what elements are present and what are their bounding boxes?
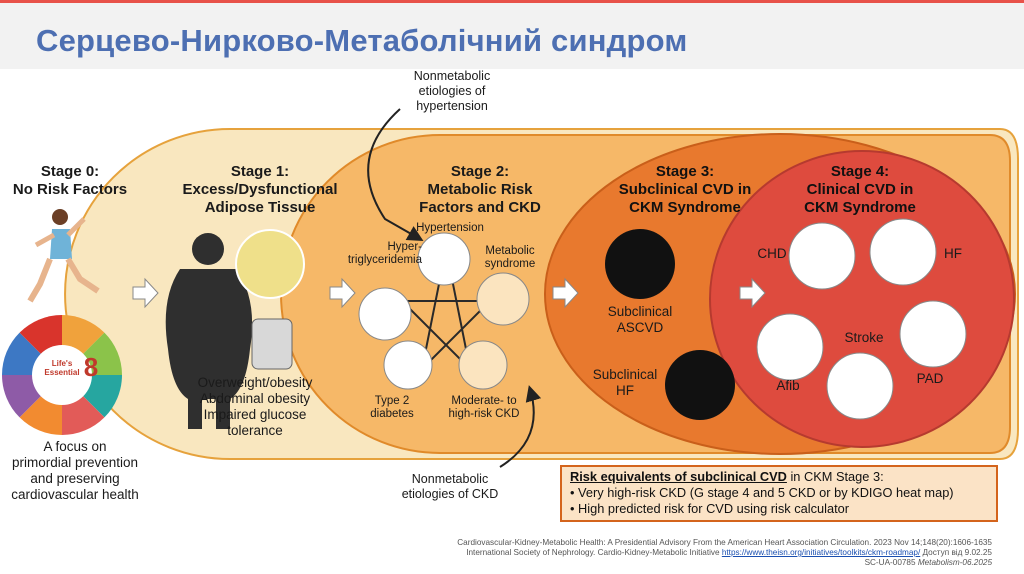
note-nonmetabolic-ckd: Nonmetabolic etiologies of CKD	[401, 472, 499, 501]
label-afib: Afib	[776, 378, 800, 393]
glucose-meter-icon	[383, 340, 433, 390]
logo-text: Life's Essential	[44, 359, 80, 377]
stage1-title: Stage 1: Excess/Dysfunctional Adipose Ti…	[182, 163, 338, 216]
label-hypertriglyceridemia: Hyper- triglyceridemia	[347, 241, 422, 266]
stage4-title: Stage 4: Clinical CVD in CKM Syndrome	[804, 163, 916, 216]
top-accent-bar	[0, 0, 1024, 3]
label-stroke: Stroke	[844, 330, 884, 345]
stage0-title: Stage 0: No Risk Factors	[12, 163, 128, 198]
footer-citation: Cardiovascular-Kidney-Metabolic Health: …	[457, 538, 992, 567]
metabolic-syndrome-icon	[476, 272, 530, 326]
ckm-stages-diagram: Stage 0: No Risk Factors Life's Essentia…	[0, 69, 1024, 534]
label-subclinical-hf: Subclinical HF	[592, 367, 658, 398]
kidney-icon	[458, 340, 508, 390]
echo-scan-icon	[665, 350, 735, 420]
chevron-2-3	[552, 277, 579, 309]
bp-monitor-icon	[417, 232, 471, 286]
risk-item: • Very high-risk CKD (G stage 4 and 5 CK…	[570, 485, 954, 500]
stage0-desc: A focus on primordial prevention and pre…	[11, 439, 139, 502]
arrow-nonmeta-htn	[367, 108, 424, 241]
ct-scan-icon	[605, 229, 675, 299]
slide-header: Серцево-Нирково-Метаболічний синдром	[0, 3, 1024, 69]
logo-number: 8	[83, 352, 99, 382]
risk-item: • High predicted risk for CVD using risk…	[570, 501, 850, 516]
arrow-nonmeta-ckd	[499, 385, 542, 468]
diagram-graphics	[2, 108, 1019, 468]
ecg-afib-icon	[756, 313, 824, 381]
obese-silhouette-icon	[165, 233, 253, 429]
adipose-cells-icon	[235, 229, 305, 299]
label-hf: HF	[944, 246, 962, 261]
chevron-0-1	[132, 277, 159, 309]
triglyceride-icon	[358, 287, 412, 341]
chevron-3-4	[739, 277, 766, 309]
runner-icon	[27, 209, 100, 303]
label-ckd: Moderate- to high-risk CKD	[448, 395, 520, 420]
lifes-essential-8-logo	[2, 315, 122, 435]
label-hypertension: Hypertension	[416, 222, 484, 234]
heart-chd-icon	[788, 222, 856, 290]
chevron-1-2	[329, 277, 356, 309]
stage2-title: Stage 2: Metabolic Risk Factors and CKD	[419, 163, 541, 216]
risk-equivalents-box: Risk equivalents of subclinical CVD in C…	[560, 465, 998, 522]
label-pad: PAD	[916, 371, 944, 386]
ckm-roadmap-link[interactable]: https://www.theisn.org/initiatives/toolk…	[721, 548, 921, 557]
label-chd: CHD	[757, 246, 787, 261]
stage3-title: Stage 3: Subclinical CVD in CKM Syndrome	[618, 163, 752, 216]
stage1-desc: Overweight/obesity Abdominal obesity Imp…	[197, 375, 313, 438]
brain-stroke-icon	[826, 352, 894, 420]
heart-hf-icon	[869, 218, 937, 286]
label-metabolic-syndrome: Metabolic syndrome	[484, 245, 536, 270]
artery-pad-icon	[899, 300, 967, 368]
label-subclinical-ascvd: Subclinical ASCVD	[607, 304, 673, 335]
scale-icon	[251, 318, 293, 370]
note-nonmetabolic-hypertension: Nonmetabolic etiologies of hypertension	[413, 69, 491, 113]
label-type2-diabetes: Type 2 diabetes	[370, 395, 414, 420]
slide-title: Серцево-Нирково-Метаболічний синдром	[36, 23, 688, 58]
risk-heading: Risk equivalents of subclinical CVD in C…	[570, 469, 884, 484]
